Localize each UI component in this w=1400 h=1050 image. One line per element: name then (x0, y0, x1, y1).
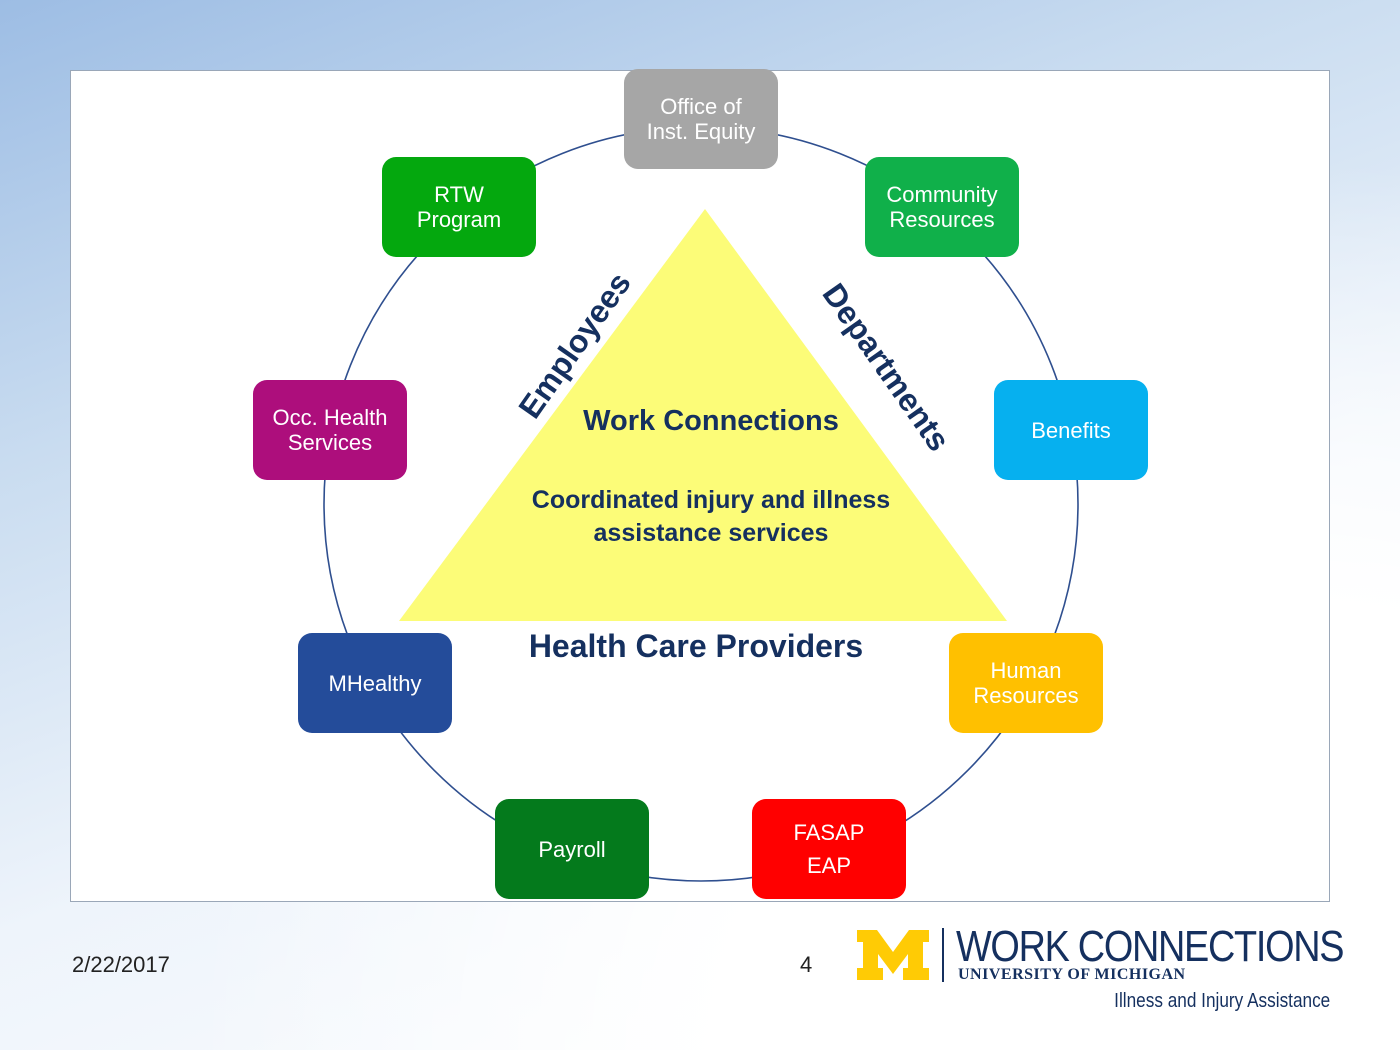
logo-tagline: Illness and Injury Assistance (1113, 990, 1330, 1012)
center-triangle (399, 209, 1007, 621)
logo-subtitle: UNIVERSITY OF MICHIGAN (958, 966, 1186, 983)
node-label: FASAP (793, 820, 865, 845)
page-number: 4 (800, 952, 813, 977)
logo-divider (942, 928, 944, 982)
node-label: Services (287, 430, 373, 455)
node-label: RTW (434, 182, 484, 207)
node-label: Payroll (538, 836, 606, 862)
slide-frame: Employees Departments Work Connections C… (70, 69, 1330, 902)
node-mhealthy: MHealthy (298, 633, 452, 733)
node-benefits: Benefits (994, 380, 1148, 480)
label-health-care-providers: Health Care Providers (528, 628, 864, 664)
node-label: Inst. Equity (646, 119, 756, 144)
center-desc-line1: Coordinated injury and illness (531, 486, 891, 514)
center-desc-line2: assistance services (593, 519, 829, 547)
node-label: Community (886, 182, 998, 207)
center-title: Work Connections (583, 405, 839, 437)
block-m-logo-icon (857, 930, 929, 980)
node-payroll: Payroll (495, 799, 649, 899)
node-label: Resources (889, 207, 995, 232)
logo-title: WORK CONNECTIONS (956, 922, 1344, 971)
node-label: Human (990, 658, 1062, 683)
node-label: EAP (806, 853, 851, 878)
node-label: Program (416, 207, 502, 232)
node-label: Occ. Health (272, 405, 388, 430)
node-fasap-eap: FASAP EAP (752, 799, 906, 899)
node-label: Resources (973, 683, 1079, 708)
node-label: Benefits (1031, 417, 1111, 443)
footer-date: 2/22/2017 (72, 952, 170, 977)
node-label: MHealthy (328, 670, 422, 696)
node-label: Office of (660, 94, 742, 119)
